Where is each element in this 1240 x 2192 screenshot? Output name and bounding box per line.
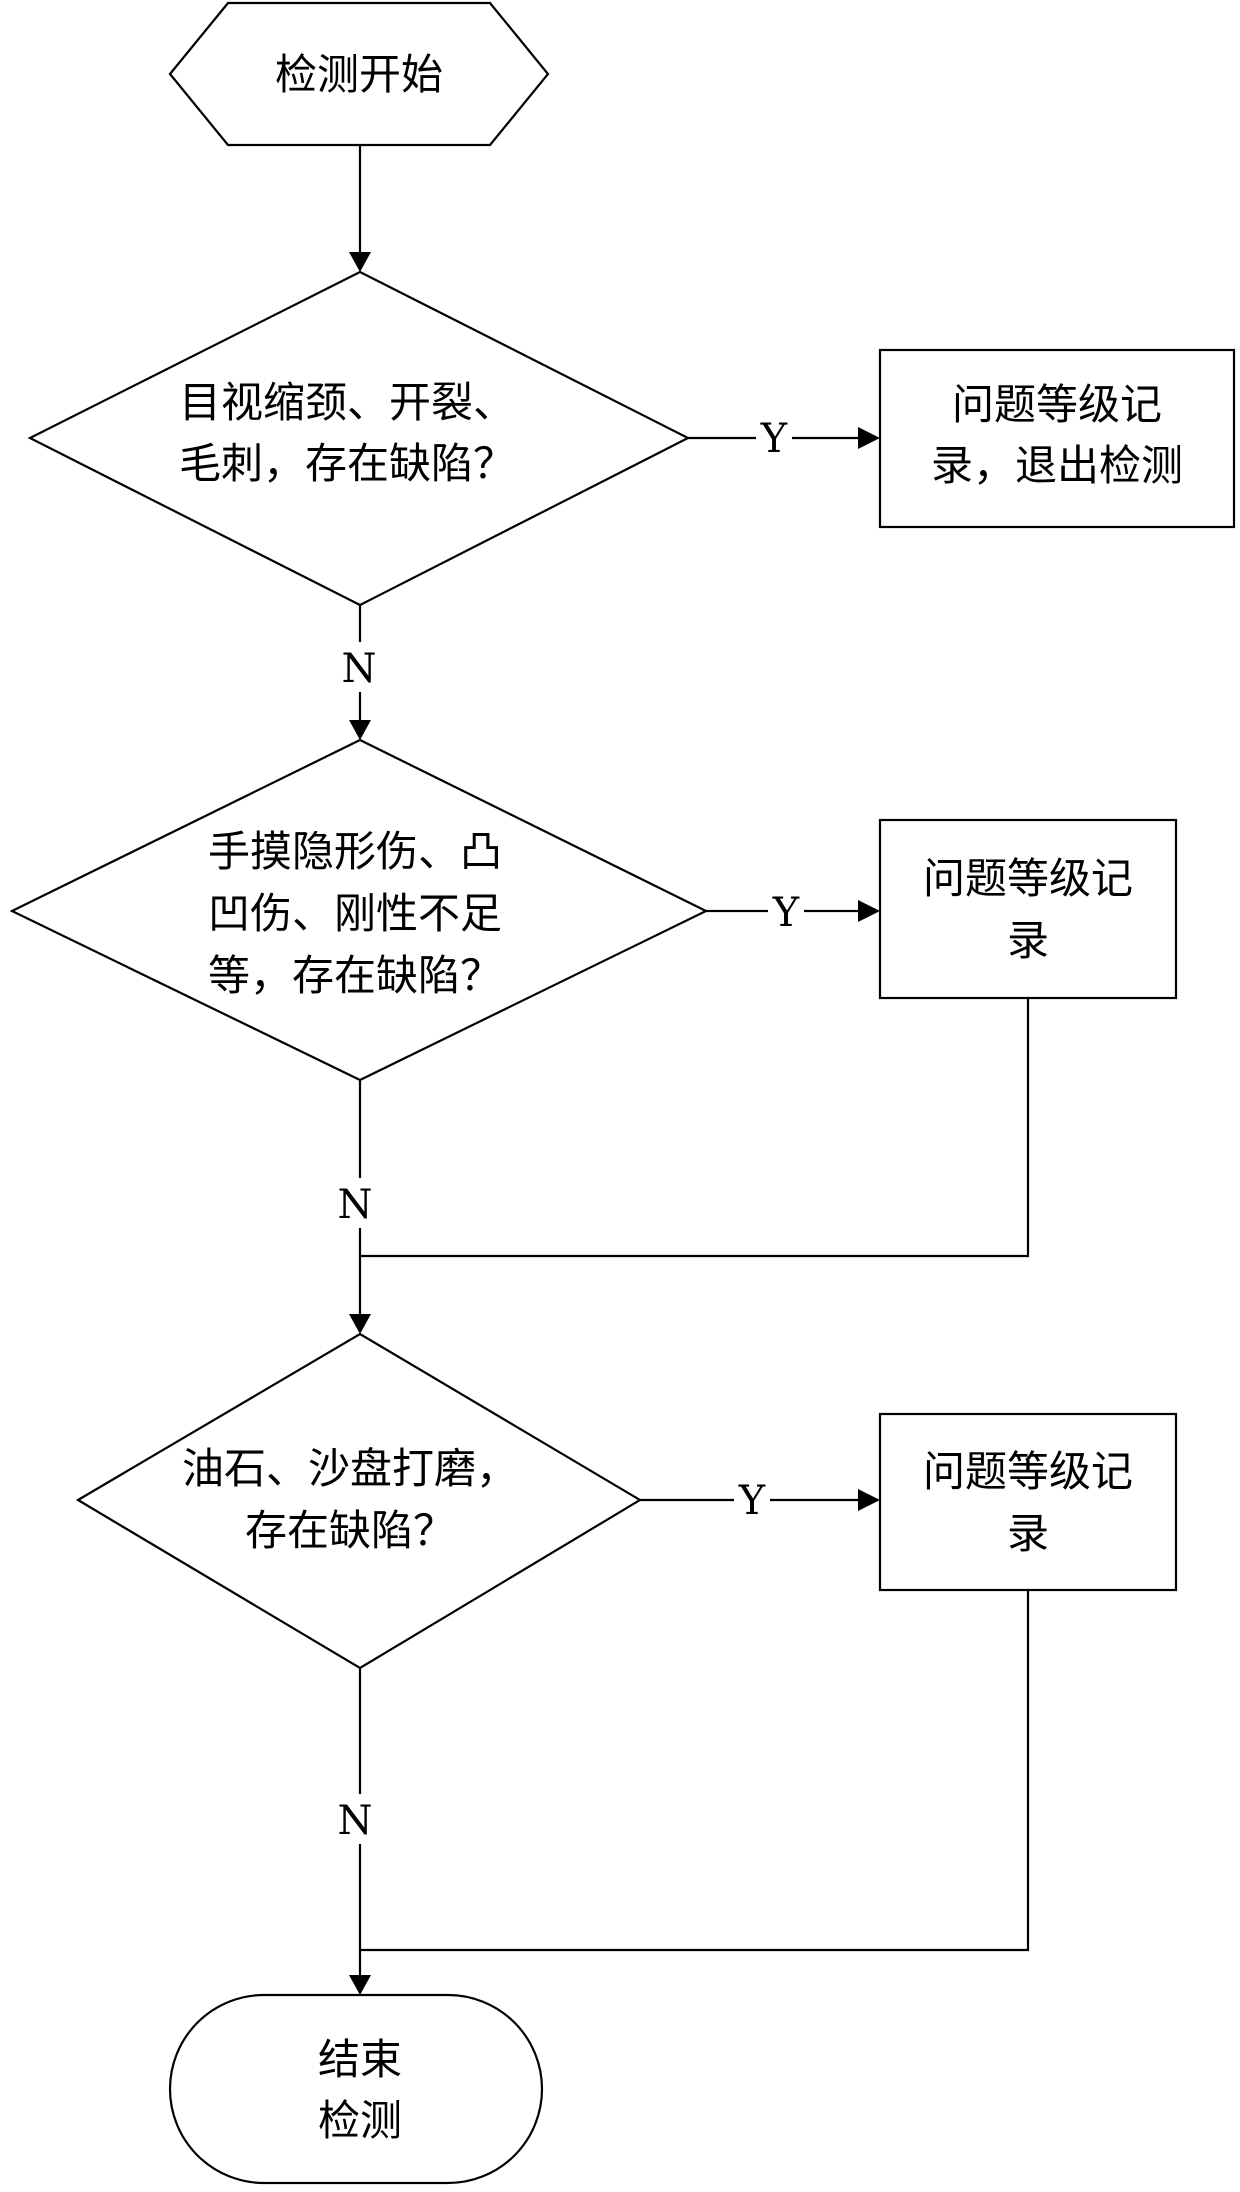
record-3 [878, 1412, 1178, 1592]
record-3-line-1: 问题等级记 [923, 1447, 1133, 1496]
arrowhead-to-record1 [858, 427, 880, 449]
decision-3-yes-label: Y [738, 1478, 766, 1524]
decision-2-line-3: 等，存在缺陷？ [208, 951, 502, 1000]
end-node [168, 1993, 544, 2185]
arrowhead-to-record3 [858, 1489, 880, 1511]
branch-labels: Y N Y N Y N [338, 412, 804, 1844]
decision-1-yes-label: Y [760, 416, 788, 462]
decision-2-no-label: N [338, 1182, 373, 1228]
end-line-1: 结束 [318, 2035, 402, 2084]
arrowheads [349, 252, 880, 1995]
decision-2 [9, 738, 709, 1082]
record-3-line-2: 录 [1007, 1509, 1049, 1558]
decision-1-line-2: 毛刺，存在缺陷？ [179, 439, 515, 488]
decision-2-line-2: 凹伤、刚性不足 [208, 889, 502, 938]
record-2 [878, 818, 1178, 1000]
decision-3-line-1: 油石、沙盘打磨， [182, 1444, 518, 1493]
record-2-line-1: 问题等级记 [923, 854, 1133, 903]
decision-3-no-label: N [338, 1798, 373, 1844]
arrowhead-to-end [349, 1975, 371, 1995]
decision-3-line-2: 存在缺陷？ [245, 1506, 455, 1555]
record-1-line-1: 问题等级记 [952, 380, 1162, 429]
connector-record3-return [360, 1590, 1030, 1952]
decision-2-yes-label: Y [772, 890, 800, 936]
decision-2-line-1: 手摸隐形伤、凸 [208, 827, 502, 876]
record-1-line-2: 录，退出检测 [931, 441, 1183, 490]
decision-1 [27, 270, 691, 607]
decision-1-line-1: 目视缩颈、开裂、 [179, 378, 515, 427]
decision-3 [75, 1332, 643, 1670]
record-2-line-2: 录 [1007, 916, 1049, 965]
arrowhead-to-d1 [349, 252, 371, 272]
end-line-2: 检测 [318, 2096, 402, 2145]
arrowhead-to-d3 [349, 1314, 371, 1334]
arrowhead-to-record2 [858, 900, 880, 922]
arrowhead-to-d2 [349, 720, 371, 740]
decision-1-no-label: N [342, 646, 377, 692]
record-1 [878, 348, 1236, 529]
connector-record2-return [360, 998, 1030, 1258]
start-label: 检测开始 [275, 50, 443, 99]
start-node [168, 1, 550, 147]
